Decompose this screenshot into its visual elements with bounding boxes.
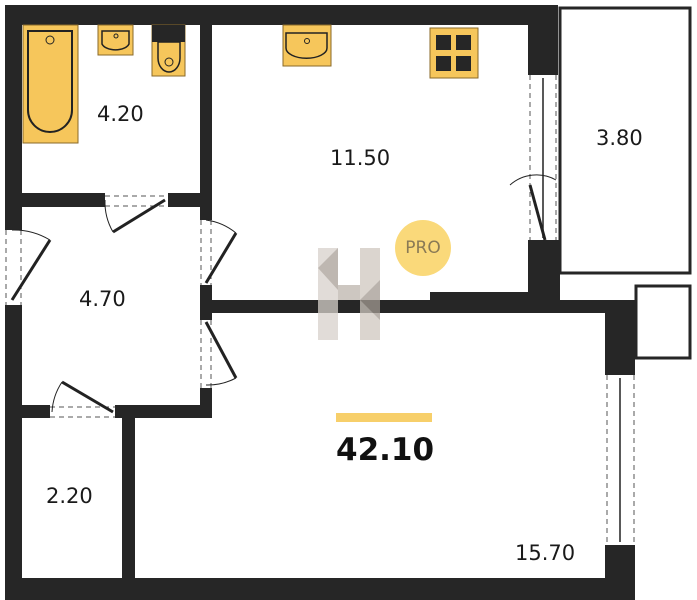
total-area: 42.10 xyxy=(336,432,435,468)
room-area-bathroom: 4.20 xyxy=(97,102,144,126)
bathtub-icon xyxy=(22,24,79,144)
room-area-hallway: 4.70 xyxy=(79,287,126,311)
ac-box xyxy=(634,284,692,360)
balcony-outline xyxy=(558,6,692,275)
room-area-balcony: 3.80 xyxy=(596,126,643,150)
stove-icon xyxy=(429,27,479,79)
walls xyxy=(5,5,635,600)
watermark-logo xyxy=(318,248,380,340)
room-area-kitchen: 11.50 xyxy=(330,146,391,170)
room-area-closet: 2.20 xyxy=(46,484,93,508)
bathroom-sink-icon xyxy=(97,24,134,56)
toilet-icon xyxy=(151,24,186,77)
total-area-accent-bar xyxy=(336,413,432,422)
room-area-living-room: 15.70 xyxy=(515,541,576,565)
doors xyxy=(10,78,621,542)
pro-badge: PRO xyxy=(395,220,451,276)
kitchen-sink-icon xyxy=(282,24,332,67)
